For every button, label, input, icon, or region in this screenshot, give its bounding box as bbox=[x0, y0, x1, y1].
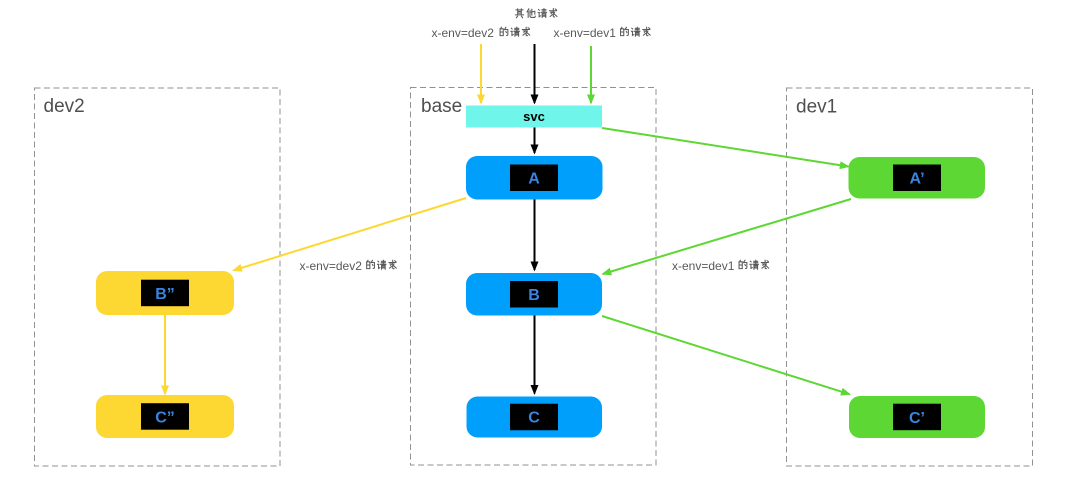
svg-text:dev2: dev2 bbox=[44, 96, 85, 117]
svg-text:x-env=dev2: x-env=dev2 bbox=[300, 259, 363, 273]
svg-text:B”: B” bbox=[155, 286, 175, 303]
svg-text:A: A bbox=[528, 171, 540, 188]
svg-text:x-env=dev1: x-env=dev1 bbox=[554, 26, 617, 40]
svg-text:x-env=dev2: x-env=dev2 bbox=[432, 26, 495, 40]
svg-text:x-env=dev1: x-env=dev1 bbox=[672, 259, 735, 273]
svg-text:C’: C’ bbox=[909, 410, 925, 427]
svg-text:dev1: dev1 bbox=[796, 97, 837, 118]
svg-text:A’: A’ bbox=[909, 171, 924, 188]
svg-text:C”: C” bbox=[155, 409, 175, 426]
svg-text:B: B bbox=[528, 287, 540, 304]
svg-text:svc: svc bbox=[523, 109, 545, 124]
svg-text:C: C bbox=[528, 410, 540, 427]
svg-text:base: base bbox=[421, 96, 462, 117]
